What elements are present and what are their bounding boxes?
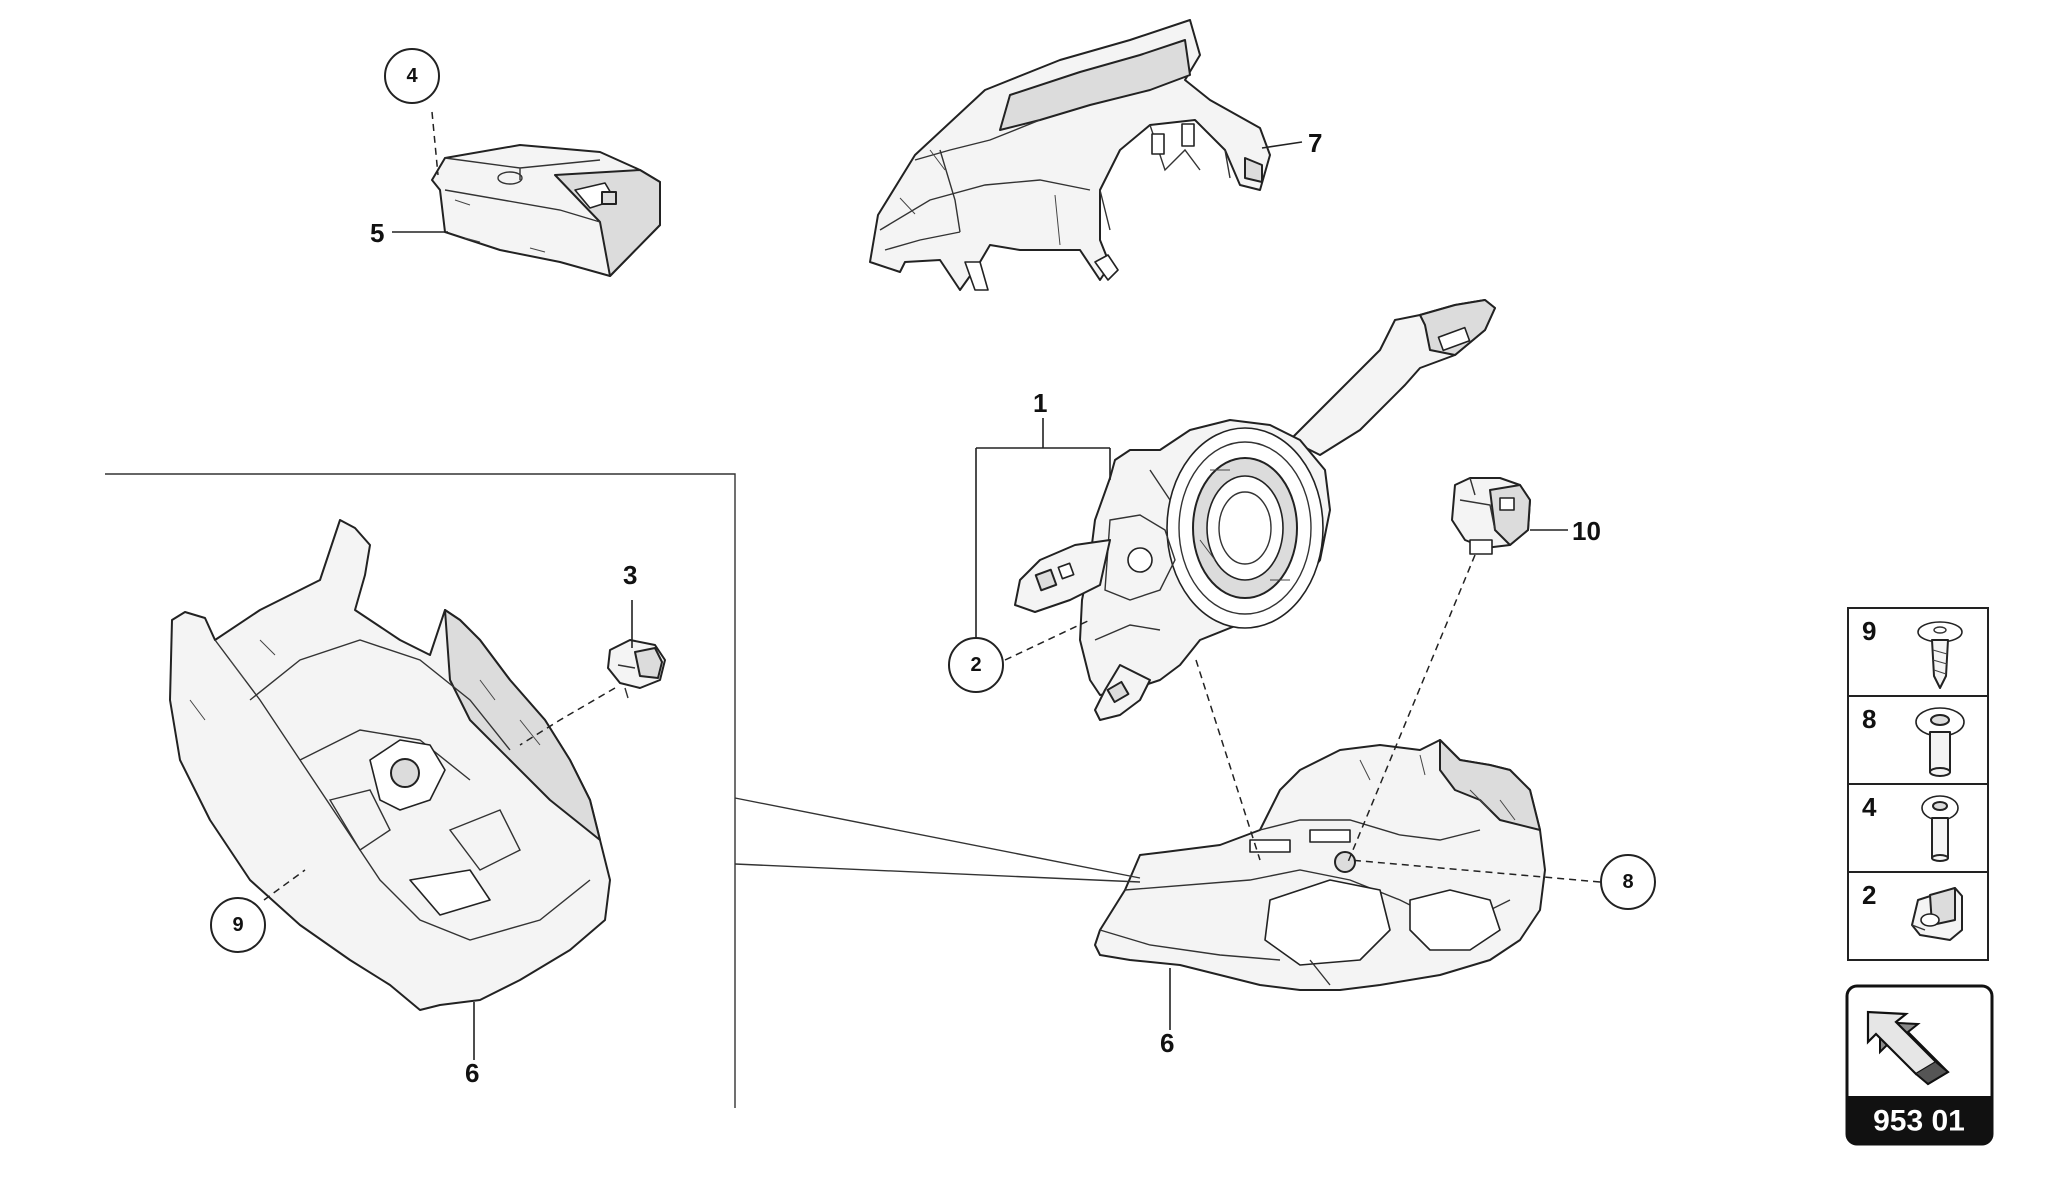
part-3-clip[interactable]: [607, 639, 666, 699]
callout-3-label: 3: [623, 560, 637, 590]
legend-row-9-number: 9: [1862, 616, 1876, 646]
legend-row-2-number: 2: [1862, 880, 1876, 910]
direction-arrow-icon: [1866, 1010, 1950, 1086]
badge-footer: [1847, 1096, 1992, 1144]
legend-row-8[interactable]: 8: [1862, 704, 1965, 777]
part-10-switch-module[interactable]: [1451, 477, 1531, 555]
leader-lines: [392, 141, 1568, 1060]
callout-6-right[interactable]: 6: [1160, 1028, 1174, 1058]
callout-9[interactable]: 9: [210, 897, 266, 953]
callout-1-label: 1: [1033, 388, 1047, 418]
callout-8-label: 8: [1622, 871, 1633, 893]
callout-7[interactable]: 7: [1308, 128, 1322, 158]
torx-screw-icon: [1917, 621, 1963, 689]
callout-9-label: 9: [232, 914, 243, 936]
callout-8-circle: [1600, 854, 1656, 910]
page-reference-badge[interactable]: 953 01: [1845, 984, 1994, 1146]
fastener-legend: 9 8 4: [1847, 607, 1989, 961]
callout-9-circle: [210, 897, 266, 953]
part-7-upper-shroud[interactable]: [869, 19, 1271, 291]
callout-10[interactable]: 10: [1572, 516, 1601, 546]
callout-4[interactable]: 4: [384, 48, 440, 104]
callout-2-circle: [948, 637, 1004, 693]
legend-row-9[interactable]: 9: [1862, 616, 1963, 689]
callout-6-right-label: 6: [1160, 1028, 1174, 1058]
callout-4-label: 4: [406, 65, 418, 87]
callout-1[interactable]: 1: [1033, 388, 1047, 418]
callout-4-circle: [384, 48, 440, 104]
legend-row-2[interactable]: 2: [1862, 880, 1963, 941]
callout-10-label: 10: [1572, 516, 1601, 546]
part-1-combination-switch[interactable]: [1014, 299, 1496, 721]
part-5-control-module[interactable]: [431, 144, 661, 277]
legend-row-4[interactable]: 4: [1862, 792, 1959, 862]
callout-7-label: 7: [1308, 128, 1322, 158]
callout-3[interactable]: 3: [623, 560, 637, 590]
callout-2[interactable]: 2: [948, 637, 1004, 693]
callout-8[interactable]: 8: [1600, 854, 1656, 910]
callout-2-label: 2: [970, 654, 981, 676]
callout-6-left-label: 6: [465, 1058, 479, 1088]
legend-row-4-number: 4: [1862, 792, 1877, 822]
legend-row-8-number: 8: [1862, 704, 1876, 734]
callout-5-label: 5: [370, 218, 384, 248]
part-6-lower-shroud-right[interactable]: [1094, 739, 1546, 991]
callout-6-left[interactable]: 6: [465, 1058, 479, 1088]
flange-bolt-icon: [1915, 707, 1965, 777]
page-reference-code: 953 01: [1873, 1105, 1965, 1138]
dashed-leader-lines: [263, 111, 1601, 901]
hex-bolt-icon: [1921, 795, 1959, 862]
part-6-lower-shroud-left[interactable]: [169, 519, 611, 1011]
section-divider: [105, 473, 1141, 1108]
spring-clip-nut-icon: [1911, 887, 1963, 941]
callout-5[interactable]: 5: [370, 218, 384, 248]
